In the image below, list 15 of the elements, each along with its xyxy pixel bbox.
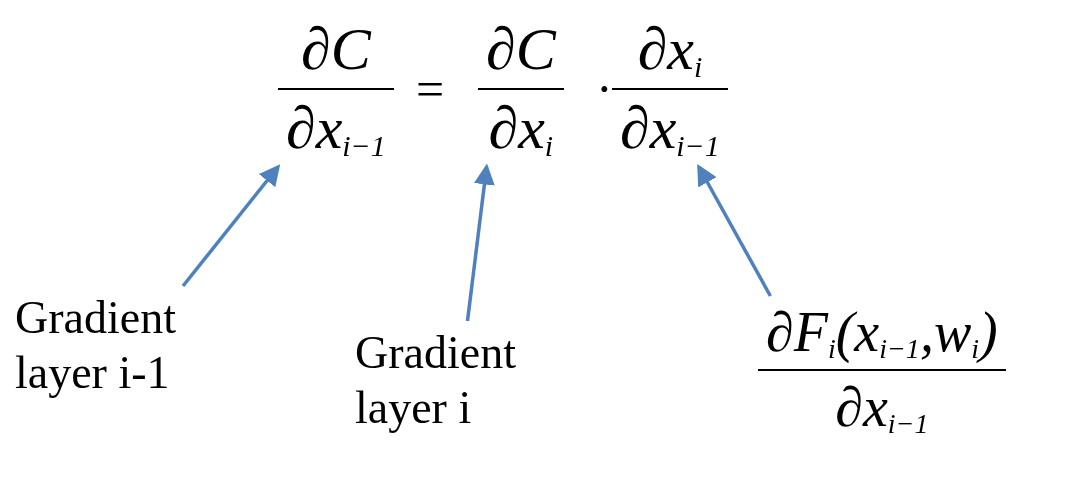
numerator: ∂C [300,15,373,84]
numerator: ∂C [485,15,558,84]
leader-arrow [465,163,495,322]
leader-arrow [181,164,281,288]
numerator: ∂F$_{i}$(x$_{i−1}$,w$_{i}$) [765,300,999,366]
math-operator: · [596,60,613,118]
denominator: ∂x$_{i−1}$ [834,375,930,441]
denominator: ∂x$_{i}$ [487,94,555,163]
math-operator: = [416,60,445,118]
annotation-text: Gradient layer i [355,325,605,436]
denominator: ∂x$_{i−1}$ [285,94,387,163]
numerator: ∂x$_{i}$ [636,15,704,84]
denominator: ∂x$_{i−1}$ [619,94,721,163]
leader-arrow [697,163,772,297]
annotation-text: Gradient layer i-1 [15,290,255,401]
